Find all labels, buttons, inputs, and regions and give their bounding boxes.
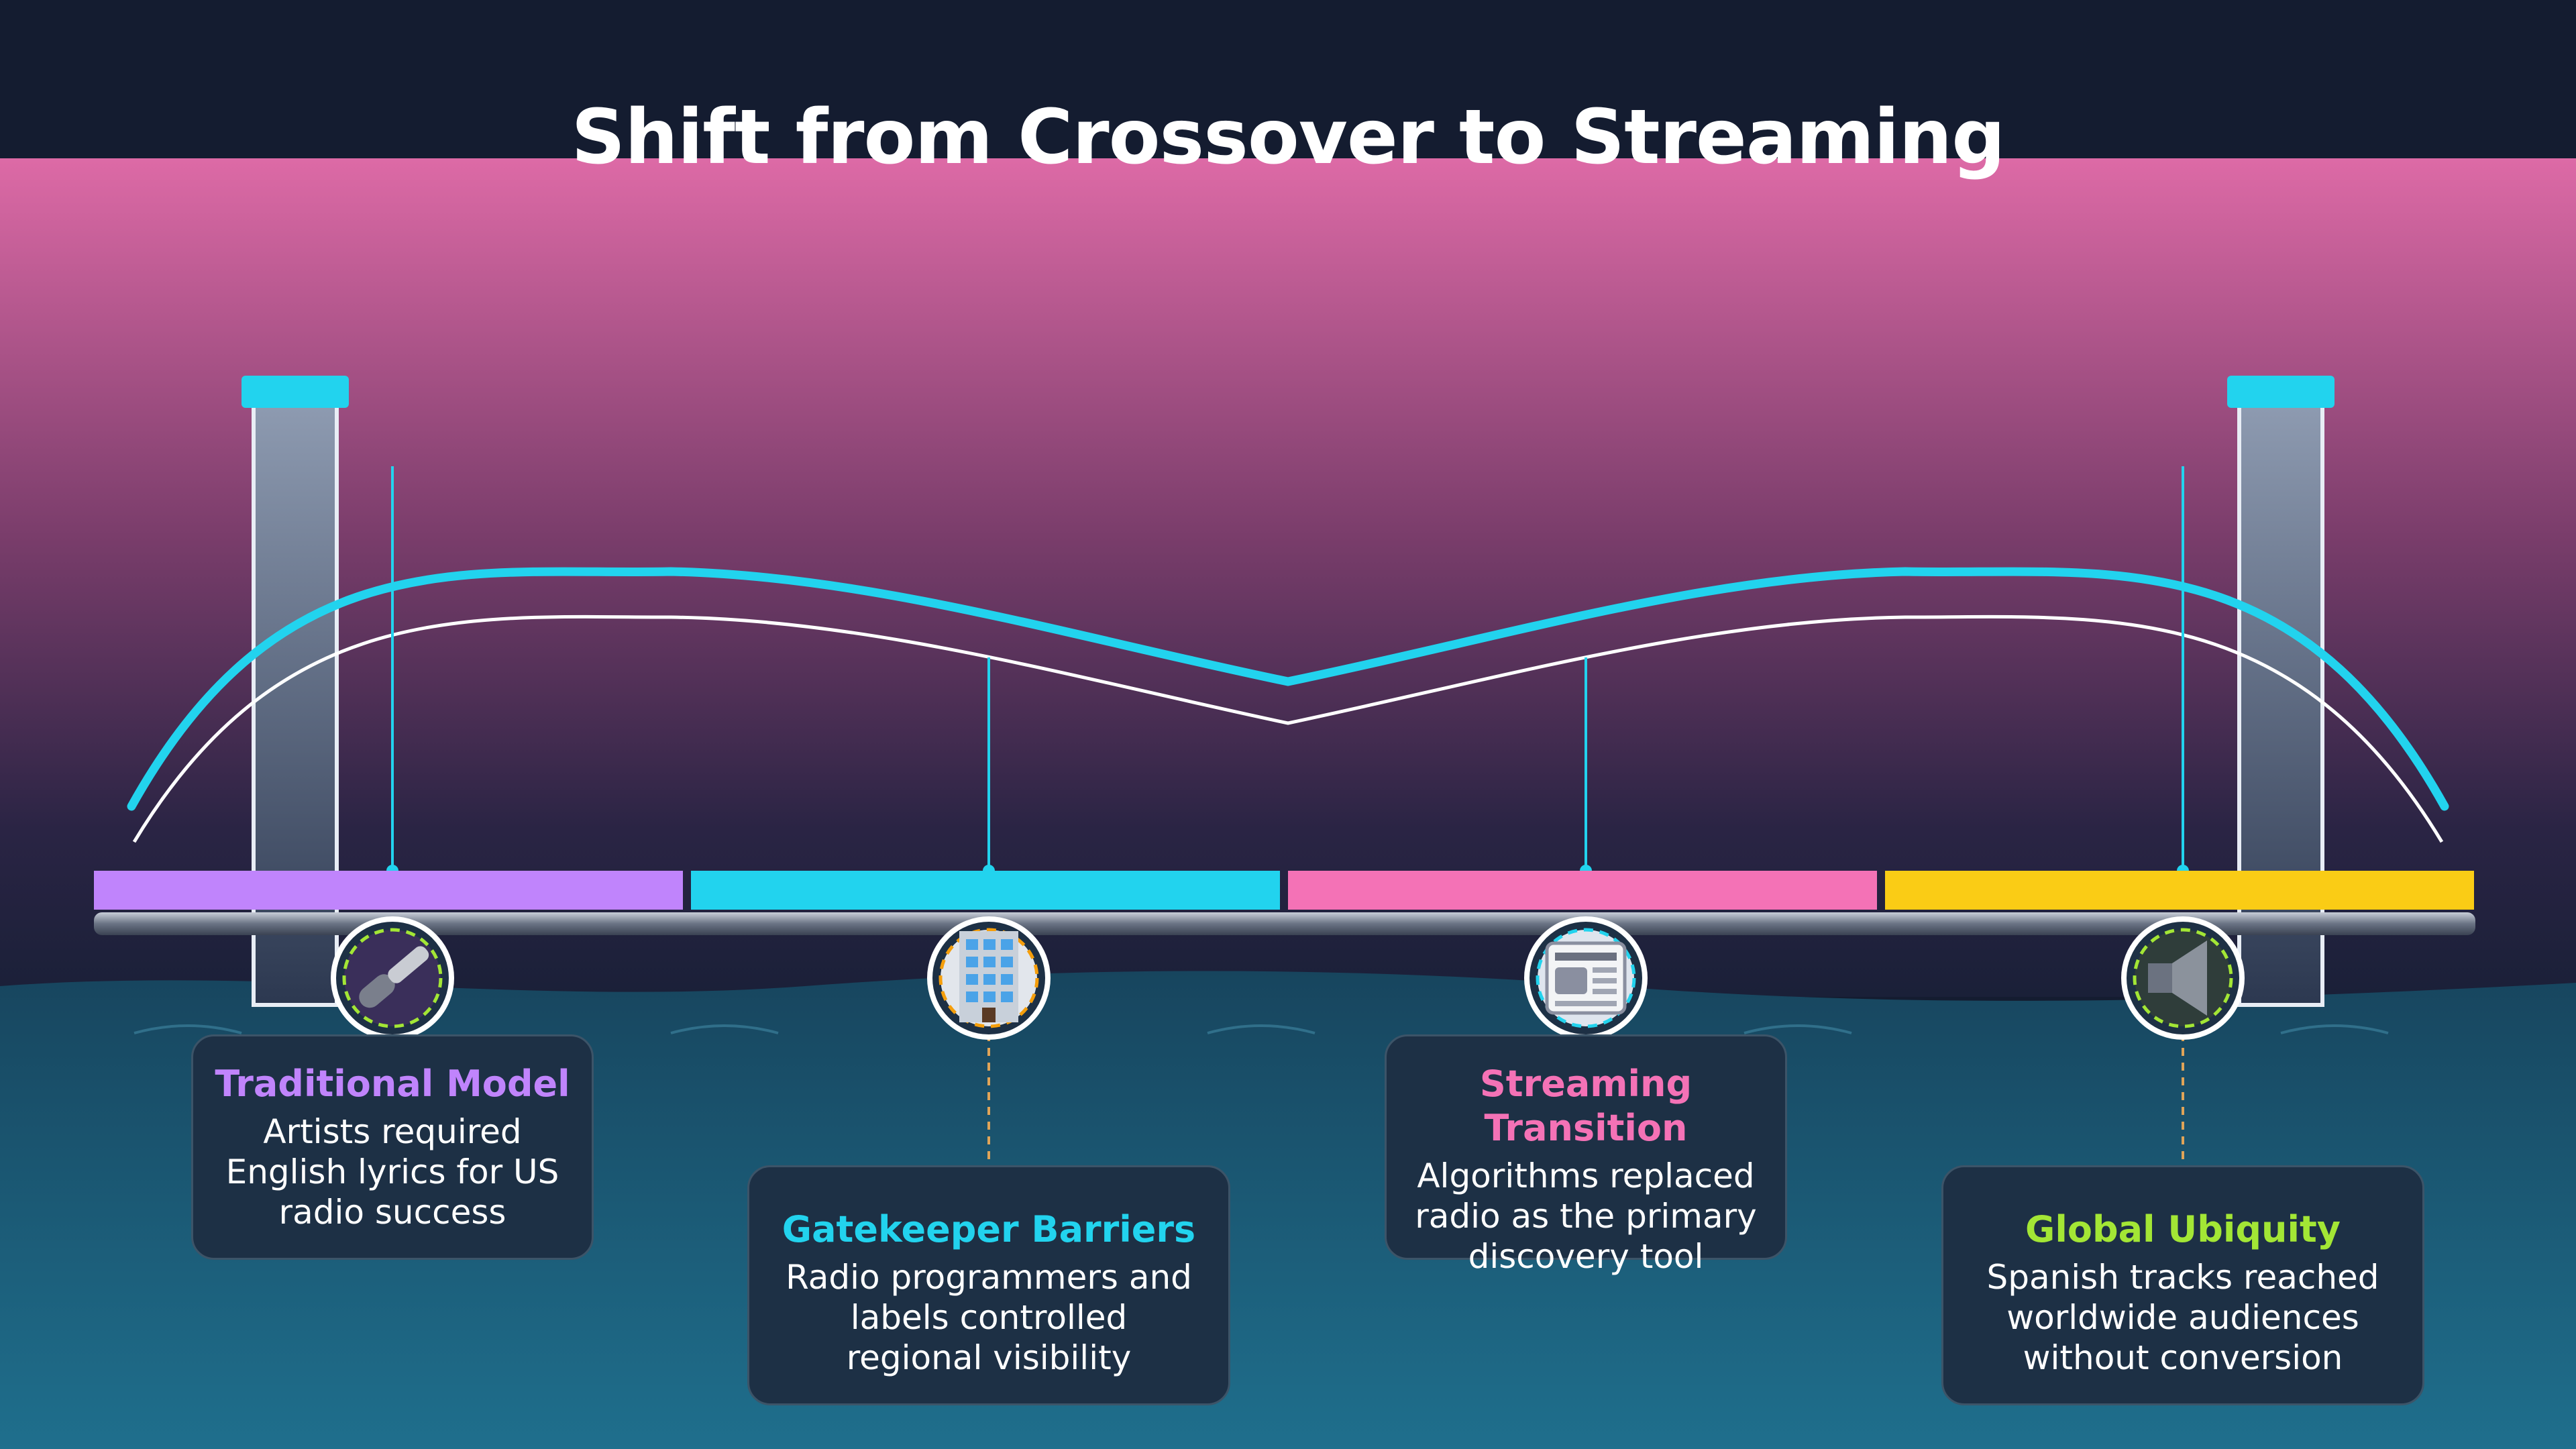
microphone-icon [359,946,429,1008]
deck-segment-2 [691,871,1280,910]
stage-card-gatekeeper-barriers: Gatekeeper Barriers Radio programmers an… [747,1165,1230,1405]
stage-3-badge [1524,916,1648,1040]
deck-segment-4 [1885,871,2474,910]
speaker-icon [2148,941,2207,1016]
left-tower [241,376,349,1007]
stage-description: Spanish tracks reached worldwide audienc… [1986,1258,2379,1377]
stage-1-badge [331,916,454,1040]
main-cable [127,567,2449,811]
stage-description: Radio programmers and labels controlled … [786,1258,1192,1377]
right-tower [2227,376,2334,1007]
deck [94,912,2475,935]
stage-card-traditional-model: Traditional Model Artists required Engli… [191,1034,594,1260]
stage-title: Streaming Transition [1479,1063,1693,1149]
water-ripples [133,1024,2389,1034]
secondary-cable [132,614,2444,843]
stage-title: Traditional Model [215,1063,570,1105]
stage-segments [94,871,2474,910]
deck-segment-3 [1288,871,1877,910]
office-building-icon [959,931,1018,1022]
stage-title: Global Ubiquity [2025,1208,2341,1250]
stage-title: Gatekeeper Barriers [782,1208,1196,1250]
stage-4-badge [2121,916,2245,1040]
stage-description: Artists required English lyrics for US r… [225,1112,559,1232]
hangers [391,466,2184,871]
stage-card-global-ubiquity: Global Ubiquity Spanish tracks reached w… [1941,1165,2424,1405]
stage-2-badge [927,916,1051,1040]
deck-segment-1 [94,871,683,910]
newspaper-icon [1545,941,1627,1015]
page-title: Shift from Crossover to Streaming [571,94,2006,181]
water [0,971,2576,1449]
stage-description: Algorithms replaced radio as the primary… [1415,1157,1757,1276]
dashed-connectors [987,1033,2184,1167]
stage-card-streaming-transition: Streaming Transition Algorithms replaced… [1385,1034,1787,1276]
